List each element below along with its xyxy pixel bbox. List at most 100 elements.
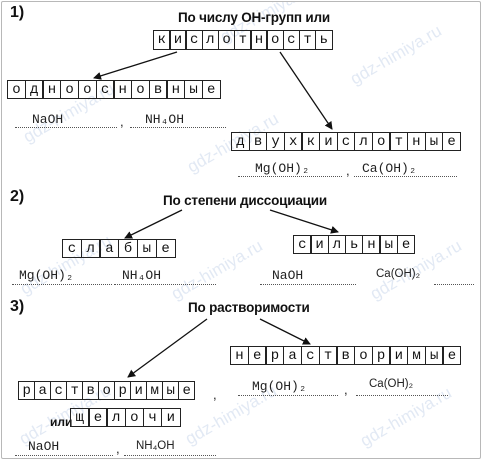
letter-cell: р (114, 381, 132, 400)
formula: NH₄OH (122, 268, 162, 283)
formula: NH₄OH (145, 112, 185, 127)
answer-line (260, 284, 356, 285)
formula: Ca(OH)₂ (369, 378, 414, 390)
letter-cell: о (98, 381, 116, 400)
letter-cell: в (148, 80, 168, 99)
section-number: 1) (10, 4, 25, 21)
letter-cell: и (389, 346, 409, 365)
letter-cell: о (266, 30, 284, 50)
letter-cell: н (230, 346, 249, 365)
letter-cell: д (231, 132, 250, 151)
answer-line (238, 395, 338, 396)
section-heading: По степени диссоциации (163, 193, 327, 208)
letter-cell: с (282, 30, 301, 50)
letter-cell: л (354, 132, 374, 151)
answer-line (114, 284, 216, 285)
letter-cell: о (124, 408, 145, 427)
formula: NaOH (32, 112, 64, 127)
formula: Mg(OH)₂ (252, 379, 307, 394)
answer-line (124, 455, 216, 456)
formula: NaOH (28, 439, 60, 454)
letter-cell: щ (70, 408, 90, 427)
letter-cell: о (77, 80, 97, 99)
letter-cell: о (130, 80, 150, 99)
letter-cell: у (266, 132, 286, 151)
letter-cell: и (130, 381, 148, 400)
letter-cell: т (318, 346, 338, 365)
arrows (93, 51, 339, 378)
comma: , (213, 387, 217, 402)
letter-cell: и (169, 30, 187, 50)
comma: , (120, 114, 124, 129)
letter-cell: м (146, 381, 164, 400)
letter-cell: о (353, 346, 373, 365)
letter-cell: и (310, 235, 329, 254)
letter-cell: е (201, 80, 221, 99)
formula: Mg(OH)₂ (255, 161, 310, 176)
answer-line (354, 176, 457, 177)
letter-cell: л (80, 239, 101, 258)
arrow (269, 209, 339, 234)
letter-cell: м (407, 346, 427, 365)
letter-cell: и (161, 408, 181, 427)
comma: , (344, 382, 348, 397)
letter-cell: л (327, 235, 347, 254)
section-heading: По растворимости (188, 300, 310, 315)
arrow (93, 51, 178, 80)
letter-cell: к (153, 30, 171, 50)
letter-cell: е (396, 235, 416, 254)
letter-cell: о (217, 30, 236, 50)
letter-cell: е (442, 132, 462, 151)
section-heading: По числу ОН-групп или (178, 10, 330, 25)
letter-cell: с (185, 30, 203, 50)
letter-cell: т (298, 30, 317, 50)
section-number: 3) (10, 298, 25, 315)
formula: NaOH (272, 268, 304, 283)
letter-cell: е (442, 346, 462, 365)
letter-cell: л (201, 30, 220, 50)
letter-cell: ч (142, 408, 163, 427)
letter-cell: ы (136, 239, 157, 258)
letter-cell: т (389, 132, 409, 151)
answer-line (15, 127, 117, 128)
letter-cell: в (248, 132, 268, 151)
answer-line (130, 127, 226, 128)
letter-cell: с (300, 346, 320, 365)
formula: Ca(OH)₂ (362, 161, 417, 176)
answer-line (15, 455, 113, 456)
letter-cell: ы (424, 346, 444, 365)
letter-cell: е (178, 381, 196, 400)
letter-cell: д (24, 80, 44, 99)
formula: Mg(OH)₂ (19, 268, 74, 283)
answer-line (356, 395, 448, 396)
answer-line (12, 284, 112, 285)
formula: NH₄OH (136, 440, 175, 452)
letter-cell: ы (162, 381, 180, 400)
letter-cell: е (247, 346, 267, 365)
formula: Ca(OH)₂ (376, 268, 421, 280)
letter-cell: н (113, 80, 133, 99)
letter-cell: а (283, 346, 303, 365)
letter-cell: н (42, 80, 62, 99)
letter-cell: с (336, 132, 356, 151)
letter-cell: в (336, 346, 356, 365)
letter-cell: е (155, 239, 176, 258)
letter-cell: к (301, 132, 321, 151)
letter-cell: н (406, 132, 426, 151)
or-label: или (50, 415, 73, 429)
comma: , (116, 441, 120, 456)
letter-cell: л (106, 408, 126, 427)
letter-cell: в (82, 381, 100, 400)
letter-cell: а (34, 381, 52, 400)
letter-cell: о (60, 80, 80, 99)
arrow (124, 209, 183, 239)
